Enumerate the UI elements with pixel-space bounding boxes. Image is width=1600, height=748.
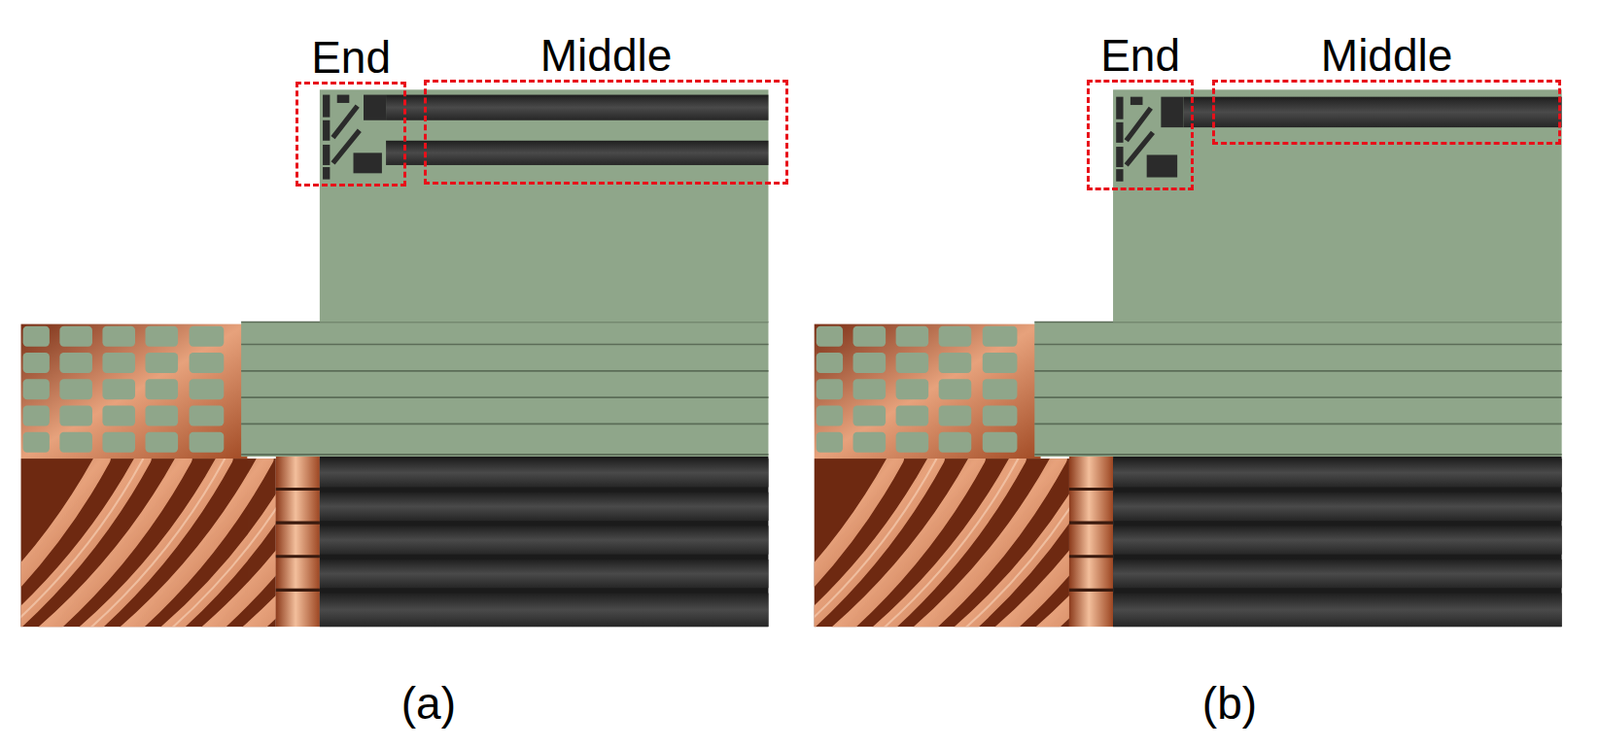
end-region-box: End [295,81,406,187]
middle-region-box: Middle [423,79,790,185]
end-region-box: End [1086,79,1194,191]
panel-label: (a) [401,679,456,730]
middle-region-box: Middle [1212,79,1562,145]
panel-b-illustration [732,89,1563,653]
panel-label: (b) [1202,679,1257,730]
region-heading: End [311,33,391,85]
panel-a-illustration [0,89,768,653]
region-heading: End [1100,31,1181,83]
region-heading: Middle [1321,31,1454,83]
region-heading: Middle [540,31,673,83]
